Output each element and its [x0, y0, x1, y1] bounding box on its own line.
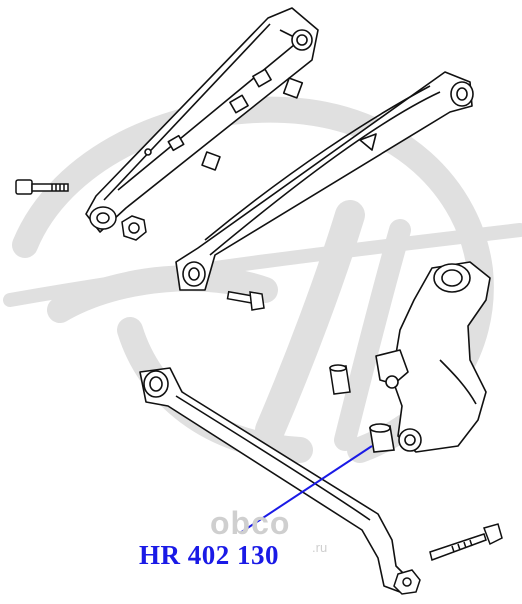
nut-icon	[89, 206, 147, 241]
bolt-icon	[15, 179, 69, 195]
leader-line	[239, 445, 373, 534]
watermark-text: obco	[210, 505, 291, 541]
bolt-icon	[393, 523, 503, 595]
upper-trailing-arm	[85, 7, 319, 233]
knuckle	[375, 261, 491, 453]
part-number-label: HR 402 130	[139, 540, 279, 570]
lateral-link	[175, 71, 474, 291]
bolt-icon	[226, 290, 265, 311]
bushing-icon	[369, 423, 395, 453]
watermark-domain: .ru	[312, 540, 328, 555]
bushing-icon	[329, 364, 351, 395]
